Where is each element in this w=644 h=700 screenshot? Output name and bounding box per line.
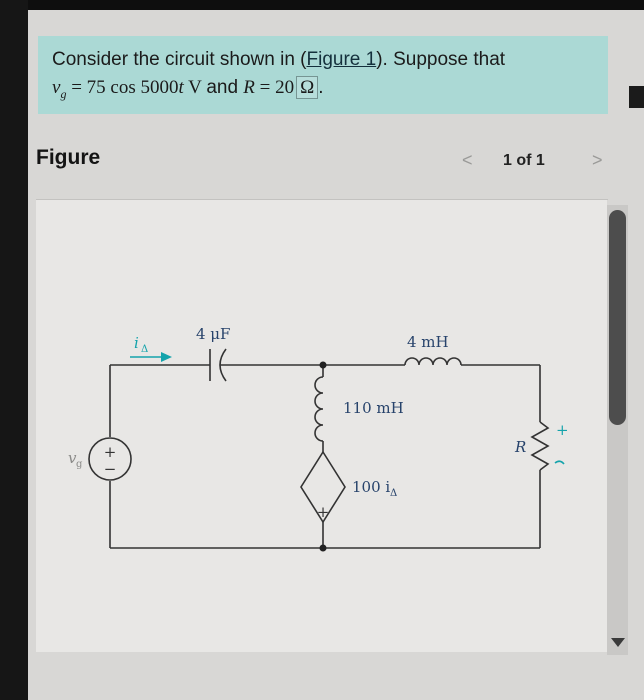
figure-1-link[interactable]: Figure 1 (306, 49, 377, 70)
vg-subscript: g (60, 86, 67, 101)
vg-variable: v (52, 77, 61, 98)
dependent-source-label-sub: Δ (390, 488, 397, 499)
ohm-unit: Ω (296, 76, 319, 99)
problem-text-2: ). Suppose that (376, 49, 506, 70)
figure-canvas (36, 200, 607, 652)
node-dot-bottom (319, 544, 327, 552)
r-value: 20 (275, 77, 295, 98)
r-equals: = (254, 77, 276, 98)
t-variable: t (178, 77, 184, 98)
teal-mark-icon (554, 460, 565, 465)
pager-prev-button[interactable]: < (462, 150, 473, 170)
capacitor-symbol (209, 348, 227, 382)
source-label: v (68, 449, 77, 467)
section-divider (36, 199, 608, 200)
circuit-figure: + − + i Δ 4 μF 4 mH 110 mH 100 i Δ R + v… (68, 325, 569, 552)
r-variable: R (243, 77, 255, 98)
problem-statement: Consider the circuit shown in (Figure 1)… (38, 36, 608, 114)
dependent-source-label: 100 i (352, 478, 390, 496)
inductor-110mh-label: 110 mH (343, 399, 404, 417)
window-top-edge (0, 0, 644, 10)
scrollbar-thumb[interactable] (609, 210, 626, 425)
problem-text-1: Consider the circuit shown in ( (52, 49, 307, 70)
node-dot-top (319, 361, 327, 369)
circuit-wires (109, 364, 541, 549)
current-label: i (134, 334, 139, 352)
source-label-sub: g (76, 459, 83, 470)
voltage-source-minus: − (104, 460, 117, 478)
pager-label: 1 of 1 (503, 152, 545, 169)
dependent-source-plus: + (317, 503, 330, 521)
capacitor-label: 4 μF (196, 325, 230, 343)
current-label-sub: Δ (141, 344, 148, 355)
window-left-edge (0, 0, 28, 700)
scroll-down-button[interactable] (611, 638, 625, 647)
current-arrowhead-icon (161, 352, 172, 362)
voltage-source-plus: + (104, 443, 117, 461)
voltage-source-symbol (88, 437, 132, 481)
period: . (318, 77, 324, 98)
dependent-source-symbol (300, 450, 346, 524)
pager-next-button[interactable]: > (592, 150, 603, 170)
and-word: and (206, 77, 244, 98)
resistor-label: R (514, 438, 526, 456)
resistor-plus-label: + (556, 421, 569, 439)
equation-mid: = 75 cos 5000 (66, 77, 179, 98)
resistor-symbol (530, 421, 550, 471)
inductor-4mh-label: 4 mH (407, 333, 449, 351)
figure-section-title: Figure (36, 146, 101, 169)
inductor-4mh-symbol (404, 357, 462, 366)
window-right-notch (629, 86, 644, 108)
inductor-110mh-symbol (314, 376, 324, 442)
volt-unit: V (183, 77, 207, 98)
